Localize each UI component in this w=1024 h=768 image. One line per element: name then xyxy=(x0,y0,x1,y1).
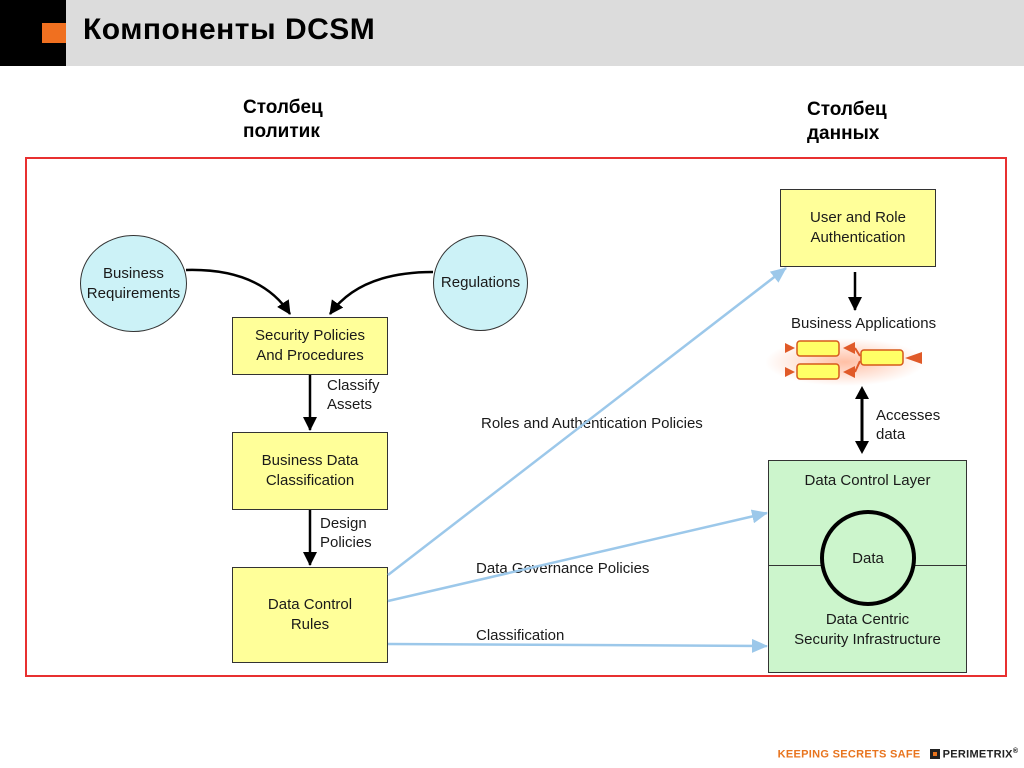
roles-auth-policies-arrow xyxy=(387,267,787,576)
user-role-authentication-node: User and Role Authentication xyxy=(780,189,936,267)
data-centric-infrastructure-label: Data Centric Security Infrastructure xyxy=(794,611,941,648)
regulations-to-policies-arrow xyxy=(328,270,434,315)
business-applications-label: Business Applications xyxy=(791,315,937,332)
accesses-data-label: Accesses data xyxy=(876,407,941,443)
footer-tagline: KEEPING SECRETS SAFE xyxy=(777,748,921,761)
classify-assets-label: Classify Assets xyxy=(327,377,380,413)
accesses-data-arrow-up-head xyxy=(855,386,869,399)
header-accent-square xyxy=(42,23,66,43)
data-column-label: Столбец данных xyxy=(807,99,887,144)
business-requirements-node: Business Requirements xyxy=(80,235,187,332)
perimetrix-logo-icon xyxy=(929,748,940,759)
footer-branding: KEEPING SECRETS SAFE PERIMETRIX® xyxy=(778,748,1018,761)
footer-brand: PERIMETRIX xyxy=(942,748,1013,761)
data-node: Data xyxy=(820,510,916,606)
data-control-rules-node: Data Control Rules xyxy=(232,567,388,663)
classification-arrow xyxy=(387,638,768,653)
header-bar xyxy=(0,0,1024,66)
business-data-classification-node: Business Data Classification xyxy=(232,432,388,510)
security-policies-node: Security Policies And Procedures xyxy=(232,317,388,375)
requirements-to-policies-arrow xyxy=(185,268,292,315)
roles-auth-policies-label: Roles and Authentication Policies xyxy=(481,415,703,432)
data-governance-policies-label: Data Governance Policies xyxy=(476,560,650,577)
data-governance-arrow xyxy=(387,509,768,603)
classification-label: Classification xyxy=(476,627,565,644)
diagram-frame xyxy=(25,157,1007,677)
page-title: Компоненты DCSM xyxy=(83,13,376,46)
footer-registered-mark: ® xyxy=(1012,748,1018,755)
regulations-node: Regulations xyxy=(433,235,528,331)
design-policies-label: Design Policies xyxy=(320,515,372,551)
policies-column-label: Столбец политик xyxy=(243,97,323,142)
business-applications-icon xyxy=(765,338,925,386)
data-control-layer-title: Data Control Layer xyxy=(804,472,931,489)
accesses-data-arrow-down-head xyxy=(855,441,869,454)
